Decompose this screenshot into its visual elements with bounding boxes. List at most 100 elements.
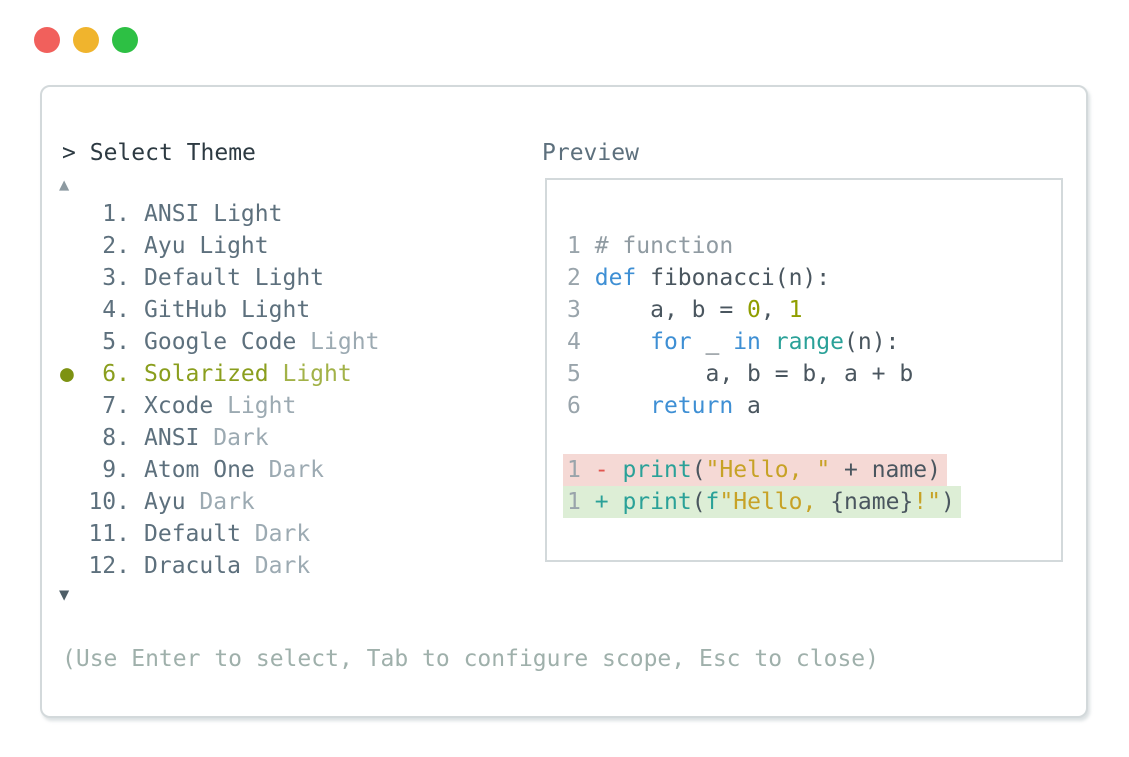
code-token: !" bbox=[913, 489, 941, 515]
theme-item[interactable]: 3.Default Light bbox=[60, 262, 379, 294]
code-token bbox=[609, 489, 623, 515]
preview-title: Preview bbox=[542, 140, 639, 166]
theme-item[interactable]: 8. ANSI Dark bbox=[60, 422, 379, 454]
selected-bullet-icon: ● bbox=[60, 361, 74, 387]
theme-item-number: 2. bbox=[102, 233, 130, 259]
code-token: for bbox=[650, 329, 692, 355]
theme-item-name: Ayu bbox=[144, 233, 186, 259]
scroll-down-icon[interactable]: ▼ bbox=[59, 585, 70, 605]
code-token: + name) bbox=[830, 457, 941, 483]
code-token: return bbox=[650, 393, 734, 419]
code-token bbox=[581, 393, 650, 419]
code-token: a, b = b, a + b bbox=[580, 361, 914, 387]
theme-item-variant: Dark bbox=[254, 457, 325, 483]
code-token: print bbox=[622, 489, 692, 515]
zoom-button[interactable] bbox=[112, 27, 138, 53]
theme-item[interactable]: 9.Atom One Dark bbox=[60, 454, 379, 486]
theme-item-variant: Light bbox=[213, 393, 297, 419]
theme-item[interactable]: 1. ANSI Light bbox=[60, 198, 379, 230]
code-line: 2 def fibonacci(n): bbox=[567, 262, 1061, 294]
line-number: 1 bbox=[567, 457, 581, 483]
minimize-button[interactable] bbox=[73, 27, 99, 53]
theme-item-number: 11. bbox=[88, 521, 130, 547]
theme-selector-panel: > Select Theme Preview ▲ 1. ANSI Light 2. A… bbox=[40, 85, 1088, 718]
code-token: a bbox=[733, 393, 761, 419]
theme-item-name: Solarized bbox=[144, 361, 269, 387]
code-token bbox=[581, 457, 595, 483]
theme-item[interactable]: 5.Google Code Light bbox=[60, 326, 379, 358]
code-token: , bbox=[760, 297, 789, 323]
theme-item-number: 1. bbox=[102, 201, 130, 227]
scroll-up-icon[interactable]: ▲ bbox=[59, 175, 70, 195]
code-token: - bbox=[594, 457, 609, 483]
theme-item[interactable]: ●6.Solarized Light bbox=[60, 358, 379, 390]
code-token: ( bbox=[691, 489, 706, 515]
code-token: 1 bbox=[788, 297, 803, 323]
select-theme-title: Select Theme bbox=[89, 140, 256, 166]
theme-item-variant: Dark bbox=[240, 553, 311, 579]
line-number: 4 bbox=[567, 329, 581, 355]
theme-item-variant: Light bbox=[296, 329, 380, 355]
code-token: "Hello, " bbox=[705, 457, 831, 483]
theme-item[interactable]: 4. GitHub Light bbox=[60, 294, 379, 326]
code-token: f bbox=[705, 489, 720, 515]
theme-item-number: 4. bbox=[102, 297, 130, 323]
prompt-chevron: > bbox=[62, 140, 76, 166]
hint-text: (Use Enter to select, Tab to configure s… bbox=[62, 646, 879, 672]
page-title: > Select Theme bbox=[62, 137, 256, 169]
theme-item-name: Default bbox=[144, 521, 241, 547]
theme-item-name: ANSI bbox=[144, 425, 200, 451]
theme-item-variant: Light bbox=[227, 297, 311, 323]
theme-item-name: Dracula bbox=[144, 553, 241, 579]
theme-item-number: 3. bbox=[102, 265, 130, 291]
code-token bbox=[581, 265, 595, 291]
diff-line-row: 1 + print(f"Hello, {name}!") bbox=[563, 486, 1061, 518]
code-token: in bbox=[733, 329, 761, 355]
code-line: 4 for _ in range(n): bbox=[567, 326, 1061, 358]
code-token bbox=[581, 489, 595, 515]
line-number: 5 bbox=[567, 361, 581, 387]
theme-item[interactable]: 10.Ayu Dark bbox=[60, 486, 379, 518]
code-token bbox=[761, 329, 775, 355]
code-line: 6 return a bbox=[567, 390, 1061, 422]
theme-item[interactable]: 2.Ayu Light bbox=[60, 230, 379, 262]
theme-item[interactable]: 12. Dracula Dark bbox=[60, 550, 379, 582]
blank-line bbox=[567, 422, 1061, 454]
theme-item-name: Google Code bbox=[144, 329, 297, 355]
code-token: range bbox=[774, 329, 845, 355]
code-token: a, b = bbox=[580, 297, 748, 323]
line-number: 1 bbox=[567, 489, 581, 515]
line-number: 3 bbox=[567, 297, 581, 323]
diff-added-line: 1 + print(f"Hello, {name}!") bbox=[563, 486, 961, 518]
code-line: 1 # function bbox=[567, 230, 1061, 262]
theme-item-name: ANSI bbox=[144, 201, 200, 227]
theme-item[interactable]: 7.Xcode Light bbox=[60, 390, 379, 422]
code-line: 5 a, b = b, a + b bbox=[567, 358, 1061, 390]
window-controls bbox=[34, 27, 138, 53]
code-token: {name} bbox=[830, 489, 914, 515]
code-token: "Hello, bbox=[719, 489, 831, 515]
theme-item-variant: Dark bbox=[185, 489, 255, 515]
theme-item-number: 7. bbox=[102, 393, 130, 419]
code-token: 0 bbox=[747, 297, 761, 323]
code-token bbox=[609, 457, 623, 483]
theme-item-name: Ayu bbox=[144, 489, 186, 515]
theme-item-variant: Dark bbox=[199, 425, 269, 451]
code-line: 3 a, b = 0, 1 bbox=[567, 294, 1061, 326]
theme-item-number: 8. bbox=[102, 425, 130, 451]
code-token: fibonacci(n): bbox=[636, 265, 831, 291]
theme-item[interactable]: 11. Default Dark bbox=[60, 518, 379, 550]
code-token: + bbox=[594, 489, 609, 515]
theme-item-variant: Dark bbox=[240, 521, 311, 547]
code-token: ( bbox=[691, 457, 706, 483]
diff-removed-line: 1 - print("Hello, " + name) bbox=[563, 454, 947, 486]
theme-item-number: 12. bbox=[88, 553, 130, 579]
theme-item-variant: Light bbox=[199, 201, 283, 227]
theme-item-name: Default bbox=[144, 265, 241, 291]
code-token bbox=[581, 329, 650, 355]
code-token: _ bbox=[691, 329, 734, 355]
close-button[interactable] bbox=[34, 27, 60, 53]
theme-item-name: GitHub bbox=[144, 297, 228, 323]
